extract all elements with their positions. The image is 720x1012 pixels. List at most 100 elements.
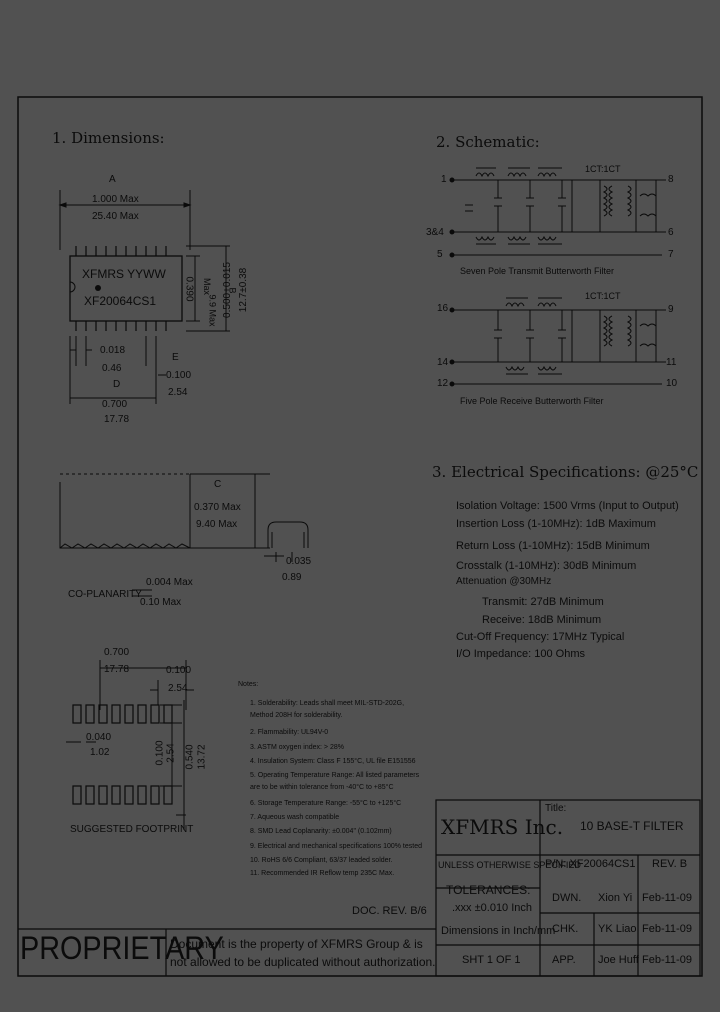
section-schematic-heading: 2. Schematic: [436,133,540,151]
note-line: 9. Electrical and mechanical specificati… [250,843,422,850]
spec-cutoff: Cut-Off Frequency: 17MHz Typical [456,631,625,643]
sch-bot-pin-10: 10 [666,378,678,389]
dim-pin-mm: 0.46 [102,363,122,374]
sch-top-ratio: 1CT:1CT [585,164,621,174]
spec-impedance: I/O Impedance: 100 Ohms [456,648,586,660]
name-approved: Joe Huff [598,954,639,966]
date-drawn: Feb-11-09 [642,892,692,904]
unless-specified: UNLESS OTHERWISE SPECIFIED [438,860,581,870]
footprint-caption: SUGGESTED FOOTPRINT [70,824,194,835]
dim-a-in: 1.000 Max [92,194,139,205]
dim-lead-in: 0.035 [286,556,312,567]
part-marking-line2: XF20064CS1 [84,294,157,308]
fp-v2-mm: 13.72 [196,744,208,770]
spec-isolation: Isolation Voltage: 1500 Vrms (Input to O… [456,500,679,512]
dim-b-max: Max [202,277,213,296]
section-electrical-heading: 3. Electrical Specifications: @25°C [432,463,699,481]
note-line: 7. Aqueous wash compatible [250,814,340,821]
tolerance-value: .xxx ±0.010 Inch [452,902,533,914]
note-line: 3. ASTM oxygen index: > 28% [250,744,344,751]
spec-insertion-loss: Insertion Loss (1-10MHz): 1dB Maximum [456,518,656,530]
tolerances-label: TOLERANCES: [446,883,531,897]
fp-v1-in: 0.100 [154,740,166,766]
dim-row-in: 0.700 [102,399,128,410]
note-line: 1. Solderability: Leads shall meet MIL-S… [250,700,405,707]
revision: REV. B [652,858,688,870]
fp-v1-mm: 2.54 [165,743,177,763]
sheet-number: SHT 1 OF 1 [462,954,521,966]
fp-pad-in: 0.040 [86,732,112,743]
sch-bot-ratio: 1CT:1CT [585,291,621,301]
coplanarity-label: CO-PLANARITY [68,589,142,600]
dim-c-in: 0.370 Max [194,502,241,513]
sch-bot-pin-16: 16 [437,303,449,314]
dim-pin-in: 0.018 [100,345,126,356]
dim-e-label: E [172,352,179,363]
sch-top-pin-8: 8 [668,174,674,185]
sch-bot-pin-12: 12 [437,378,449,389]
sch-bot-pin-11: 11 [666,357,677,368]
note-line: 8. SMD Lead Coplanarity: ±0.004" (0.102m… [250,828,392,835]
spec-return-loss: Return Loss (1-10MHz): 15dB Minimum [456,540,650,552]
note-line: 11. Recommended IR Reflow temp 235C Max. [250,870,395,877]
sch-top-pin-7: 7 [668,249,674,260]
sch-bot-caption: Five Pole Receive Butterworth Filter [460,396,604,406]
dim-e-mm: 2.54 [168,387,188,398]
part-number: P/N: XF20064CS1 [545,858,636,870]
sch-top-pin-3-4: 3&4 [426,227,444,238]
proprietary-line1: Document is the property of XFMRS Group … [170,937,423,951]
title-value: 10 BASE-T FILTER [580,819,684,833]
spec-transmit: Transmit: 27dB Minimum [482,596,604,608]
name-checked: YK Liao [598,923,637,935]
spec-crosstalk: Crosstalk (1-10MHz): 30dB Minimum [456,560,637,572]
sch-top-caption: Seven Pole Transmit Butterworth Filter [460,266,615,276]
fp-pitch-mm: 2.54 [168,683,188,694]
fp-pad-mm: 1.02 [90,747,110,758]
sch-bot-pin-14: 14 [437,357,449,368]
dim-a-mm: 25.40 Max [92,211,139,222]
sch-bot-pin-9: 9 [668,304,674,315]
role-approved: APP. [552,954,576,966]
dim-d-vertical-mm: 12.7±0.38 [238,267,250,313]
spec-attenuation: Attenuation @30MHz [456,576,552,587]
note-line: 4. Insulation System: Class F 155°C, UL … [250,758,416,765]
note-line: 6. Storage Temperature Range: -55°C to +… [250,800,402,807]
role-checked: CHK. [552,923,579,935]
part-marking-line1: XFMRS YYWW [82,267,166,281]
dim-d-label: D [113,379,121,390]
date-approved: Feb-11-09 [642,954,692,966]
doc-revision: DOC. REV. B/6 [352,905,427,917]
company-name: XFMRS Inc. [441,815,564,839]
fp-v2-in: 0.540 [184,744,196,770]
note-line: 5. Operating Temperature Range: All list… [250,772,420,779]
title-label: Title: [545,803,567,814]
note-line: 10. RoHS 6/6 Compliant, 63/37 leaded sol… [250,857,393,864]
note-line: 2. Flammability: UL94V-0 [250,729,329,736]
dimensions-note: Dimensions in Inch/mm [441,925,556,937]
name-drawn: Xion Yi [598,892,633,904]
dim-e-in: 0.100 [166,370,192,381]
coplanarity-in: 0.004 Max [146,577,193,588]
sch-top-pin-6: 6 [668,227,674,238]
proprietary-stamp: PROPRIETARY [20,930,224,966]
dim-b-in: 0.390 [183,276,195,302]
section-dimensions-heading: 1. Dimensions: [52,129,165,147]
dim-c-mm: 9.40 Max [196,519,238,530]
dim-row-mm: 17.78 [104,414,130,425]
notes-heading: Notes: [238,681,259,688]
sch-top-pin-1: 1 [441,174,447,185]
spec-receive: Receive: 18dB Minimum [482,614,602,626]
coplanarity-mm: 0.10 Max [140,597,182,608]
role-drawn: DWN. [552,892,582,904]
dim-b-mm: 9.9 Max [207,294,218,327]
proprietary-line2: not allowed to be duplicated without aut… [170,955,436,969]
fp-pitch-in: 0.100 [166,665,192,676]
fp-width-mm: 17.78 [104,664,130,675]
dim-lead-mm: 0.89 [282,572,302,583]
dim-c-label: C [214,479,222,490]
sch-top-pin-5: 5 [437,249,443,260]
fp-width-in: 0.700 [104,647,130,658]
dim-d-vertical-in: 0.500+0.015 [221,262,233,318]
